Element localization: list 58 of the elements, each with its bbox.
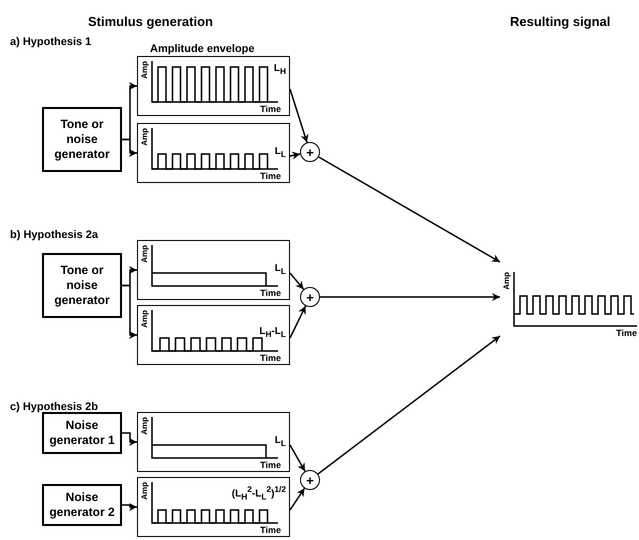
axis-label: Amp [502, 272, 511, 290]
axis-label: Time [260, 104, 281, 114]
summing-circle [300, 470, 320, 490]
envelope-panel [137, 305, 290, 365]
axis-label: Time [260, 171, 281, 181]
axis-label: Amp [140, 61, 149, 79]
column-heading: Resulting signal [510, 14, 610, 29]
arrow [289, 272, 304, 290]
arrow [289, 306, 306, 338]
column-heading: Stimulus generation [88, 14, 213, 29]
section-label: a) Hypothesis 1 [10, 36, 92, 48]
summing-circle [300, 142, 320, 162]
box-label: Tone or noise generator [53, 117, 111, 162]
section-label: b) Hypothesis 2a [10, 229, 98, 241]
box-label: Tone or noise generator [53, 263, 111, 308]
arrow [290, 152, 300, 160]
arrow [289, 488, 306, 510]
arrow [122, 284, 137, 339]
arrow [318, 156, 500, 263]
axis-label: Amp [140, 245, 149, 263]
level-label: L$_{H}$-L$_{L}$ [259, 326, 286, 340]
arrow [289, 88, 308, 143]
axis-label: Time [260, 525, 281, 535]
summing-circle [300, 287, 320, 307]
arrow [122, 138, 137, 157]
axis-label: Time [260, 353, 281, 363]
level-label: L$_{L}$ [274, 263, 286, 277]
axis-label: Time [260, 288, 281, 298]
axis-label: Time [260, 460, 281, 470]
axis-label: Time [616, 328, 637, 338]
arrow [122, 503, 137, 511]
generator-box [42, 484, 122, 526]
axis-label: Amp [140, 417, 149, 435]
arrow [122, 432, 137, 446]
arrow [320, 293, 500, 301]
level-label: L$_{L}$ [274, 146, 286, 160]
generator-box [42, 107, 122, 172]
envelope-panel [137, 477, 290, 537]
level-label: (L$_{H}$$^{2}$-L$_{L}$$^{2}$)$^{1/2}$ [232, 483, 286, 502]
plus-sign: + [306, 290, 314, 304]
axis-label: Amp [140, 310, 149, 328]
generator-box [42, 412, 122, 454]
level-label: L$_{H}$ [274, 63, 286, 77]
arrow [289, 444, 306, 472]
plus-sign: + [306, 144, 314, 160]
envelope-panel [137, 240, 290, 300]
envelope-panel [137, 412, 290, 472]
level-label: L$_{L}$ [274, 435, 286, 449]
arrow [318, 335, 500, 475]
axis-label: Amp [140, 482, 149, 500]
envelope-panel [137, 123, 290, 183]
section-label: c) Hypothesis 2b [10, 401, 98, 413]
generator-box [42, 253, 122, 318]
box-label: Noise generator 2 [48, 490, 116, 520]
box-label: Noise generator 1 [48, 418, 116, 448]
envelope-panel [137, 56, 290, 116]
plus-sign: + [306, 472, 314, 488]
axis-label: Amp [140, 128, 149, 146]
